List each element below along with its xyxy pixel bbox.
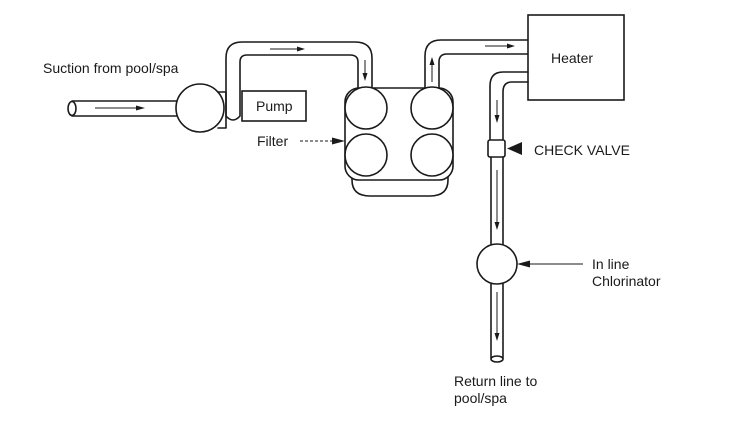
check-valve-label: CHECK VALVE <box>534 142 630 158</box>
pump-to-filter-pipe <box>225 41 373 121</box>
chlorinator: In line Chlorinator <box>476 243 661 289</box>
suction-label: Suction from pool/spa <box>43 60 179 76</box>
valve-to-chlorinator-pipe <box>490 156 504 246</box>
heater-to-return-pipe <box>489 71 529 141</box>
filter-callout: Filter <box>257 133 345 149</box>
pump-housing <box>175 83 227 133</box>
heater-label: Heater <box>551 50 593 66</box>
chlorinator-label-line2: Chlorinator <box>592 273 661 289</box>
filter-label: Filter <box>257 133 288 149</box>
filter <box>344 86 454 197</box>
pump-label: Pump <box>256 98 293 114</box>
filter-to-heater-pipe <box>424 39 529 89</box>
heater: Heater <box>527 14 625 101</box>
suction-pipe <box>67 100 179 117</box>
return-pipe: Return line to pool/spa <box>454 283 537 406</box>
chlorinator-label-line1: In line <box>592 256 630 272</box>
pump: Pump <box>241 90 307 122</box>
return-label-line1: Return line to <box>454 373 537 389</box>
return-label-line2: pool/spa <box>454 390 507 406</box>
check-valve: CHECK VALVE <box>487 139 630 158</box>
